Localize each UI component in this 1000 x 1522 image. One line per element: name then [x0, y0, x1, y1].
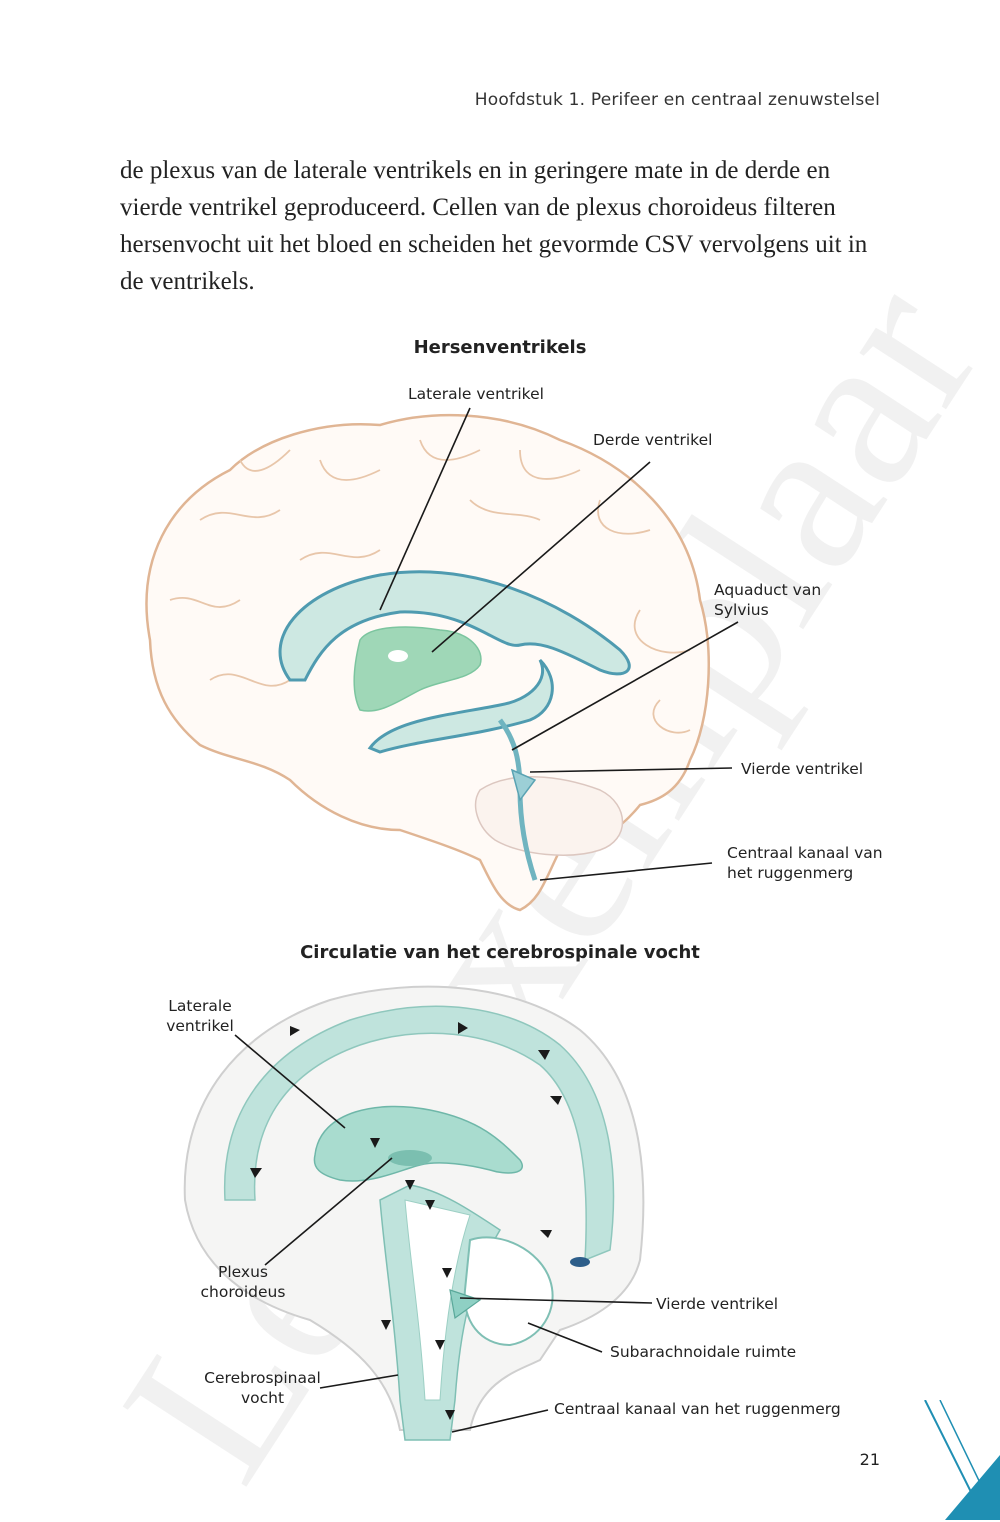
label2-plexus-choroideus: Plexus choroideus — [183, 1262, 303, 1302]
label2-vierde-ventrikel: Vierde ventrikel — [656, 1294, 778, 1314]
label-aquaduct-line1: Aquaduct van — [714, 580, 821, 600]
label2-laterale-line2: ventrikel — [150, 1016, 250, 1036]
third-ventricle-hole — [388, 650, 408, 662]
choroid-plexus — [388, 1150, 432, 1166]
label2-plexus-line1: Plexus — [183, 1262, 303, 1282]
label-centraal-kanaal-line2: het ruggenmerg — [727, 863, 883, 883]
label-centraal-kanaal-line1: Centraal kanaal van — [727, 843, 883, 863]
brain-illustration — [147, 415, 709, 910]
label2-laterale-ventrikel: Laterale ventrikel — [150, 996, 250, 1036]
label-centraal-kanaal: Centraal kanaal van het ruggenmerg — [727, 843, 883, 883]
label-derde-ventrikel: Derde ventrikel — [593, 430, 712, 450]
label-aquaduct: Aquaduct van Sylvius — [714, 580, 821, 620]
label2-plexus-line2: choroideus — [183, 1282, 303, 1302]
label2-subarachnoidale-ruimte: Subarachnoidale ruimte — [610, 1342, 796, 1362]
label-aquaduct-line2: Sylvius — [714, 600, 821, 620]
figure2-title: Circulatie van het cerebrospinale vocht — [0, 942, 1000, 963]
label-laterale-ventrikel: Laterale ventrikel — [408, 384, 544, 404]
label2-csv-line1: Cerebrospinaal — [195, 1368, 330, 1388]
label-vierde-ventrikel: Vierde ventrikel — [741, 759, 863, 779]
label2-csv-line2: vocht — [195, 1388, 330, 1408]
dural-sinus — [570, 1257, 590, 1267]
label2-laterale-line1: Laterale — [150, 996, 250, 1016]
label2-centraal-kanaal: Centraal kanaal van het ruggenmerg — [554, 1399, 841, 1419]
label2-cerebrospinaal-vocht: Cerebrospinaal vocht — [195, 1368, 330, 1408]
corner-decoration — [870, 1400, 1000, 1520]
